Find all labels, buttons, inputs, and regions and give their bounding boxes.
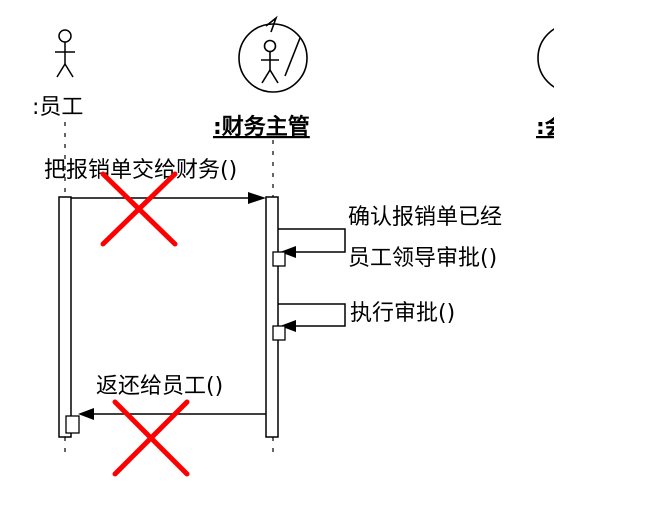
submit-arrowhead: [248, 192, 266, 204]
cross-mark-icon: [112, 399, 190, 477]
lifeline-dashes: [64, 122, 274, 452]
finance-supervisor-control-icon: [238, 15, 308, 93]
confirm-message-label-line1: 确认报销单已经: [348, 205, 502, 230]
employee-actor-icon: [55, 29, 75, 78]
finance-supervisor-lifeline-label: :财务主管: [213, 114, 310, 140]
employee-lifeline-label: :员工: [32, 95, 83, 120]
execute-arrowhead: [280, 320, 296, 332]
third-lifeline-icon: [537, 28, 554, 88]
return-message-label: 返还给员工(): [96, 374, 223, 399]
third-lifeline-label: :会: [536, 114, 567, 140]
return-arrowhead: [78, 408, 94, 420]
execute-self-call-line: [278, 303, 346, 327]
return-nested-activation: [65, 415, 80, 434]
confirm-arrowhead: [280, 246, 296, 258]
confirm-message-label-line2: 员工领导审批(): [348, 246, 497, 271]
confirm-nested-activation: [272, 251, 286, 267]
employee-activation-bar: [58, 196, 72, 438]
execute-message-label: 执行审批(): [350, 301, 455, 326]
finance-activation-bar: [265, 196, 279, 438]
cross-mark-icon: [100, 171, 178, 247]
confirm-self-call-line: [278, 228, 346, 253]
execute-nested-activation: [272, 325, 286, 341]
submit-message-label: 把报销单交给财务(): [44, 158, 237, 183]
